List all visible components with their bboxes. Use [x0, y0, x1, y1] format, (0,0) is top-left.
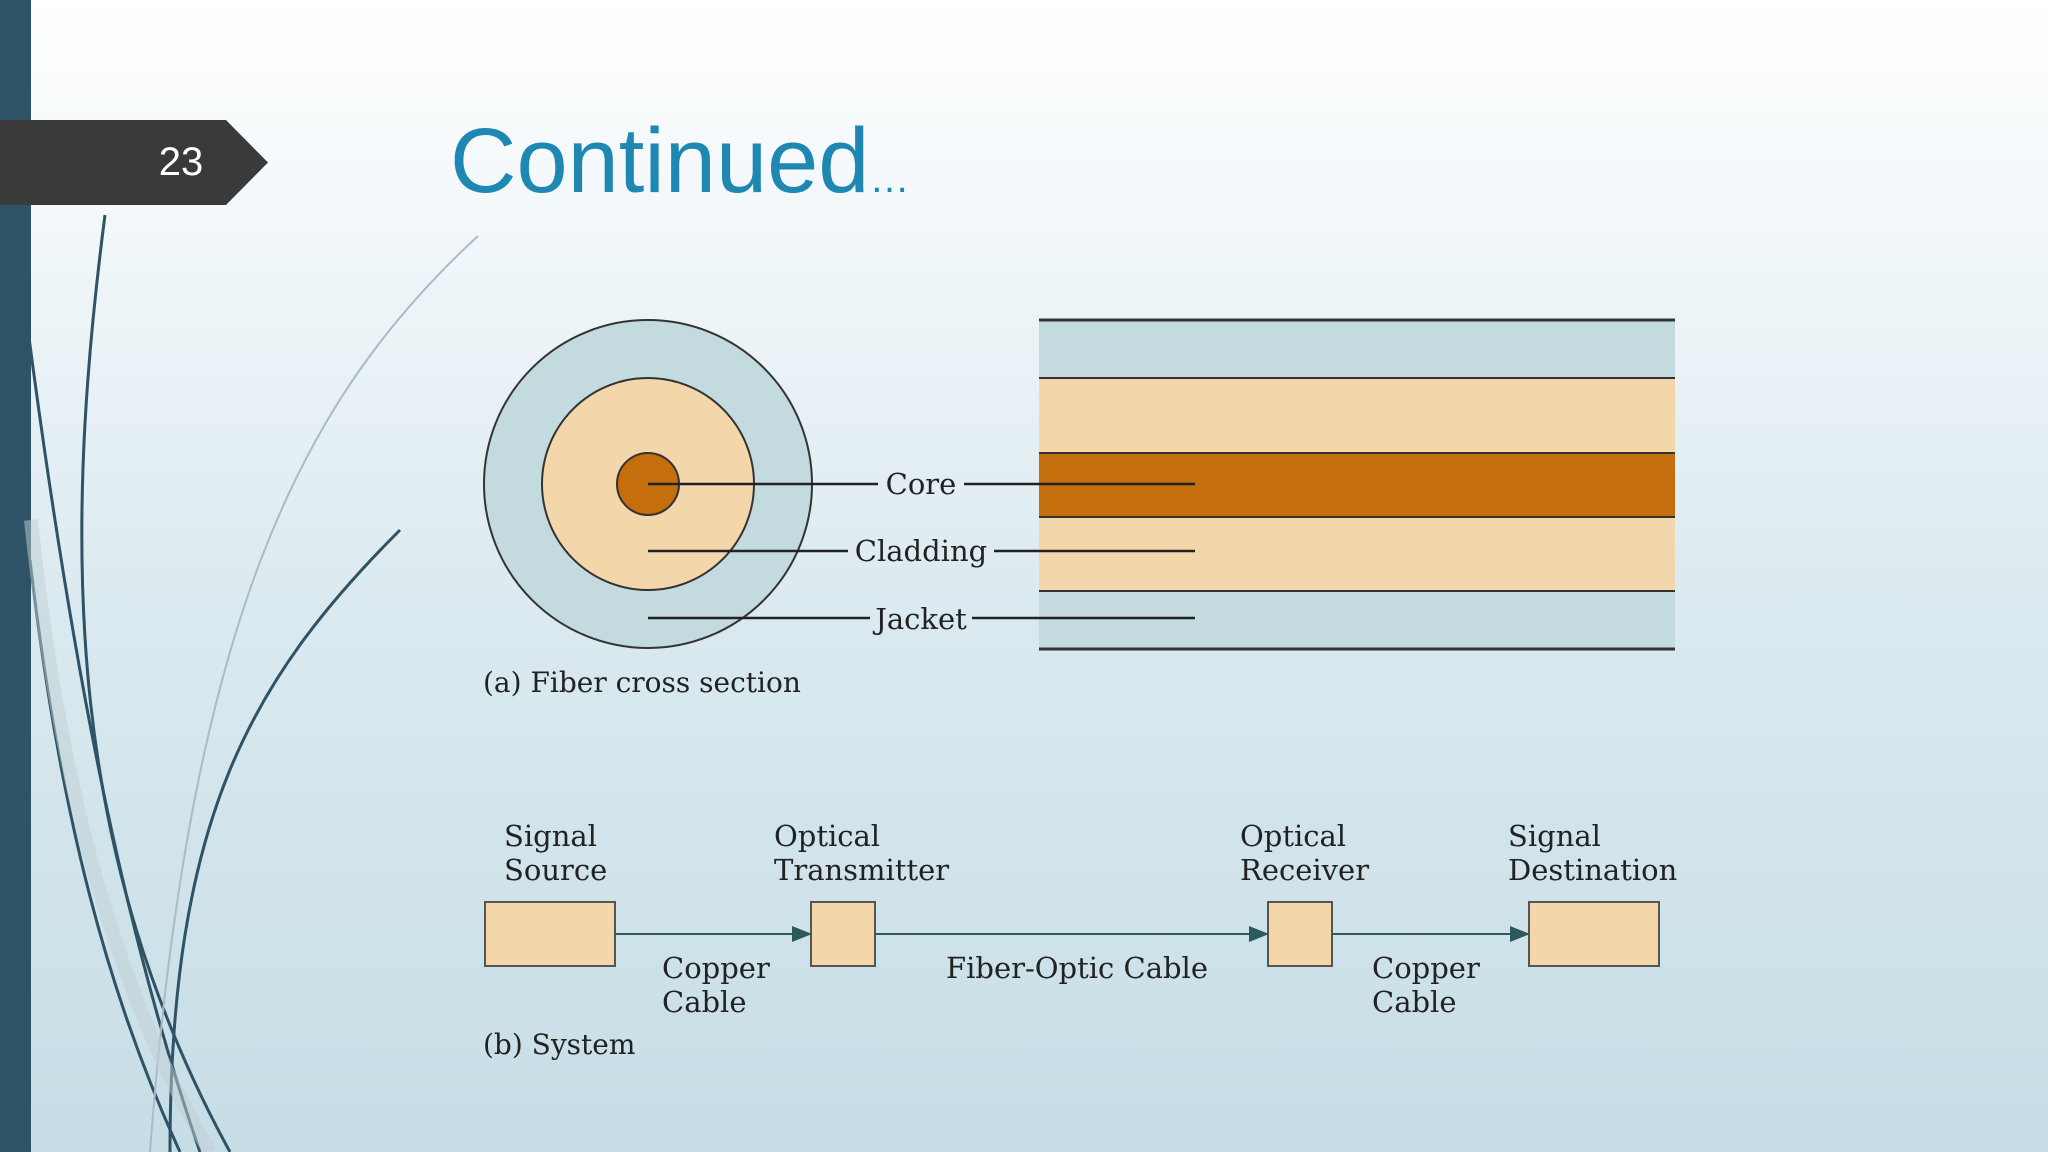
slide-number-tab: [0, 120, 268, 205]
slide-title: Continued…: [450, 106, 909, 216]
jacket-bottom-band: [1039, 591, 1675, 649]
cladding-top-band: [1039, 378, 1675, 453]
jacket-label: Jacket: [872, 602, 967, 636]
signal-destination-box: [1528, 901, 1660, 967]
label-leader-lines: [648, 482, 1195, 620]
jacket-top-band: [1039, 320, 1675, 378]
caption-fiber-cross-section: (a) Fiber cross section: [483, 666, 801, 699]
block-label-optical-transmitter-1: Optical: [774, 819, 880, 853]
link-label-copper-cable-2-line1: Copper: [1372, 951, 1480, 985]
block-label-optical-receiver-1: Optical: [1240, 819, 1346, 853]
signal-source-box: [484, 901, 616, 967]
link-label-copper-cable-2-line2: Cable: [1372, 985, 1456, 1019]
link-label-copper-cable-1-line1: Copper: [662, 951, 770, 985]
link-label-fiber-optic-cable: Fiber-Optic Cable: [946, 951, 1208, 985]
link-label-copper-cable-1-line2: Cable: [662, 985, 746, 1019]
slide-title-suffix: …: [869, 157, 910, 201]
block-label-optical-transmitter-2: Transmitter: [774, 853, 949, 887]
core-label: Core: [886, 467, 957, 501]
caption-system: (b) System: [483, 1028, 635, 1061]
system-diagram: Signal Source Optical Transmitter Optica…: [483, 819, 1677, 1061]
optical-receiver-box: [1267, 901, 1333, 967]
slide-title-text: Continued: [450, 110, 870, 212]
block-label-signal-source-1: Signal: [504, 819, 597, 853]
cladding-label: Cladding: [855, 534, 987, 568]
block-label-signal-destination-2: Destination: [1508, 853, 1677, 887]
cladding-bottom-band: [1039, 517, 1675, 591]
block-label-optical-receiver-2: Receiver: [1240, 853, 1369, 887]
optical-transmitter-box: [810, 901, 876, 967]
slide-number: 23: [158, 140, 204, 184]
block-label-signal-source-2: Source: [504, 853, 607, 887]
block-label-signal-destination-1: Signal: [1508, 819, 1601, 853]
